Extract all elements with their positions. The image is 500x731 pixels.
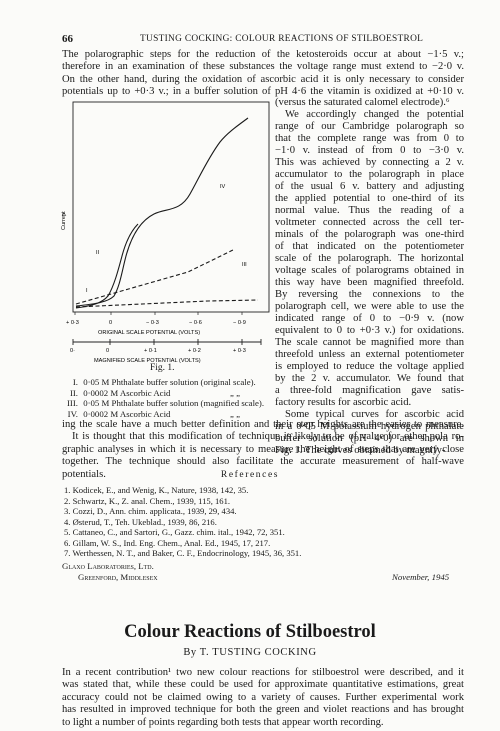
body-bottom-line-1: ing the scale have a much better definit…	[62, 419, 464, 430]
reference-2: 2. Schwartz, K., Z. anal. Chem., 1939, 1…	[64, 495, 231, 506]
affiliation-date: November, 1945	[392, 572, 450, 582]
body-top-line-4: potentials up to +0·3 v.; in a buffer so…	[62, 86, 464, 98]
right-column-line-17: By reversing the connexions to the	[275, 289, 464, 300]
right-column-line-27: Some typical curves for ascorbic acid	[285, 409, 464, 420]
reference-1: 1. Kodicek, E., and Wenig, K., Nature, 1…	[64, 485, 249, 495]
article-byline: By T. TUSTING COCKING	[183, 647, 317, 658]
y-axis-label: Current	[61, 211, 67, 230]
mag-tick-3: + 0·1	[144, 348, 157, 354]
mag-tick-4: + 0·2	[188, 348, 201, 354]
body-bottom-line-3: graphic analyses in which it is necessar…	[62, 443, 464, 455]
right-column-line-9: the applied potential to one-third of it…	[275, 193, 464, 204]
body-bottom-line-5: potentials.	[62, 468, 106, 480]
legend-row-3: III. 0·05 M Phthalate buffer solution (m…	[67, 398, 265, 408]
mag-tick-2: 0	[106, 348, 109, 354]
article-intro-line-4: has resulted in improved technique for b…	[62, 704, 464, 716]
orig-tick-4: − 0·6	[189, 320, 202, 326]
right-column-line-16: this way have been magnified threefold.	[275, 277, 464, 288]
original-scale-label: ORIGINAL SCALE POTENTIAL (VOLTS)	[98, 330, 200, 336]
right-column-line-8: of the usual 6 v. battery and adjusting	[275, 181, 464, 192]
orig-tick-2: 0	[109, 320, 112, 326]
right-column-line-10: normal value. Thus the reading of a	[275, 205, 464, 216]
mag-tick-5: + 0·3	[233, 348, 246, 354]
curve-label-II: II	[96, 250, 100, 256]
article-intro-line-1: In a recent contribution¹ two new colour…	[62, 667, 464, 678]
article-intro-line-2: was stated that, while these could be us…	[62, 679, 464, 691]
affiliation-place: Greenford, Middlesex	[78, 572, 158, 582]
reference-4: 4. Østerud, T., Teh. Ukeblad., 1939, 86,…	[64, 516, 217, 527]
curve-label-IV: IV	[220, 184, 226, 190]
orig-tick-3: − 0·3	[146, 320, 159, 326]
polarogram-figure: Current I II III IV + 0·3 0 − 0·3 − 0·6 …	[61, 101, 270, 364]
affiliation-lab: Glaxo Laboratories, Ltd.	[62, 561, 154, 571]
right-column-line-14: scale of the polarograph. The horizontal	[275, 253, 464, 264]
body-bottom-line-2: It is thought that this modification of …	[72, 431, 464, 443]
right-column-line-24: by the 2 v. accumulator. We found that	[275, 373, 464, 384]
figure-caption: Fig. 1.	[150, 363, 175, 373]
right-column-line-2: We accordingly changed the potential	[285, 109, 464, 120]
right-column-line-15: voltage scales of polarograms obtained i…	[275, 265, 464, 276]
article-intro-line-5: to light a number of points regarding bo…	[62, 716, 384, 728]
right-column-line-6: This was achieved by connecting a 2 v.	[275, 157, 464, 168]
curve-IV	[75, 117, 249, 307]
right-column-line-21: The scale cannot be magnified more than	[275, 337, 464, 348]
right-column-line-26: factory results for ascorbic acid.	[275, 397, 412, 408]
right-column-line-18: polarograph cell, we were able to use th…	[275, 301, 464, 312]
right-column-line-3: range of our Cambridge polarograph so	[275, 121, 464, 132]
right-column-line-25: a three-fold magnification gave satis-	[275, 385, 464, 396]
right-column-line-11: voltmeter connected across the cell ter-	[275, 217, 464, 228]
legend-row-2: II. 0·0002 M Ascorbic Acid „ „	[69, 387, 241, 398]
running-title: TUSTING COCKING: COLOUR REACTIONS OF STI…	[140, 34, 424, 44]
right-column-line-7: accumulator to the polarograph in place	[275, 169, 464, 180]
reference-7: 7. Werthessen, N. T., and Baker, C. F., …	[64, 548, 302, 558]
body-top-line-2: therefore in an examination of these sub…	[62, 61, 464, 73]
plot-frame	[72, 101, 270, 313]
right-column-line-20: equivalent to 0 to +0·3 v.) for oxidatio…	[275, 325, 464, 336]
curve-label-III: III	[242, 262, 247, 268]
curve-label-I: I	[86, 288, 88, 294]
curve-I	[75, 299, 259, 308]
article-intro-line-3: accuracy could not be claimed owing to a…	[62, 691, 464, 703]
body-bottom-line-4: together. The technique should also faci…	[62, 456, 464, 468]
right-column-line-29: buffer solution (pH 4·0) are shown in	[275, 433, 464, 444]
right-column-line-23: is employed to reduce the voltage applie…	[275, 361, 464, 372]
right-column-line-4: that the complete range was from 0 to	[275, 133, 464, 144]
mag-tick-1: 0·	[70, 348, 75, 354]
reference-3: 3. Cozzi, D., Ann. chim. applicata., 193…	[64, 506, 237, 516]
curve-III	[75, 249, 234, 305]
right-column-line-30: Fig. 1. The curves obtained by magnify-	[275, 445, 446, 456]
right-column-line-1: (versus the saturated calomel electrode)…	[275, 97, 450, 108]
plot-area	[72, 101, 270, 313]
references-heading: References	[220, 470, 280, 480]
legend-row-1: I. 0·05 M Phthalate buffer solution (ori…	[72, 377, 256, 387]
reference-6: 6. Gillam, W. S., Ind. Eng. Chem., Anal.…	[64, 537, 271, 548]
body-top-line-3: On the other hand, during the oxidation …	[62, 73, 464, 85]
right-column-line-22: threefold unless an external potentiomet…	[275, 349, 464, 360]
article-title: Colour Reactions of Stilboestrol	[124, 622, 376, 642]
right-column-line-13: of that indicated on the potentiometer	[275, 241, 464, 252]
orig-tick-5: − 0·9	[233, 320, 246, 326]
y-axis-arrow	[61, 212, 67, 217]
legend-row-4: IV. 0·0002 M Ascorbic Acid „ „	[67, 408, 241, 419]
right-column-line-28: in a 0·05 M potassium hydrogen phthalate	[275, 421, 464, 432]
right-column-line-19: indicated range of 0 to −0·9 v. (now	[275, 313, 464, 324]
magnified-scale-label: MAGNIFIED SCALE POTENTIAL (VOLTS)	[94, 358, 201, 364]
orig-tick-1: + 0·3	[66, 320, 79, 326]
curve-II	[75, 223, 139, 309]
page-number: 66	[62, 33, 73, 45]
body-top-line-1: The polarographic steps for the reductio…	[62, 49, 464, 60]
right-column-line-5: −1·0 v. instead of from 0 to −3·0 v.	[275, 145, 464, 156]
right-column-line-12: minals of the polarograph was one-third	[275, 229, 464, 240]
reference-5: 5. Cattaneo, C., and Sartori, G., Gazz. …	[64, 527, 285, 537]
